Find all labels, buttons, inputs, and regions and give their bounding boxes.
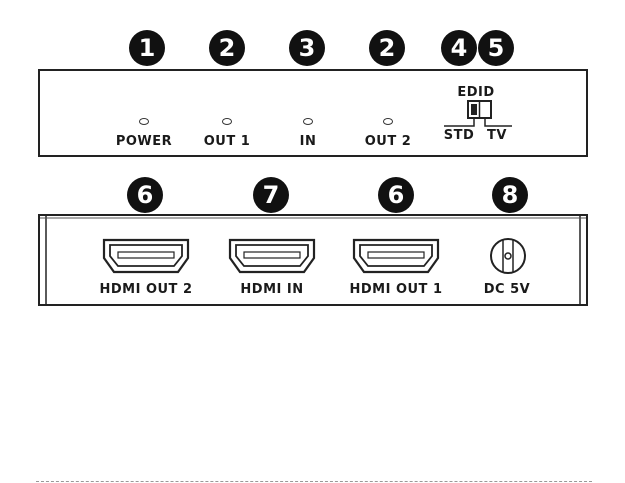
callout-tv: 5 bbox=[478, 30, 514, 66]
dc-jack-icon[interactable] bbox=[488, 236, 528, 276]
callout-dc: 8 bbox=[492, 177, 528, 213]
callout-hdmi-out2: 6 bbox=[127, 177, 163, 213]
out2-label: OUT 2 bbox=[365, 134, 412, 149]
edid-std-label: STD bbox=[444, 128, 475, 143]
hdmi-in-label: HDMI IN bbox=[240, 282, 303, 297]
hdmi-out2-port-icon[interactable] bbox=[102, 238, 190, 274]
dc-5v-label: DC 5V bbox=[484, 282, 530, 297]
power-led bbox=[139, 118, 149, 125]
out1-label: OUT 1 bbox=[204, 134, 251, 149]
power-label: POWER bbox=[116, 134, 172, 149]
callout-out2: 2 bbox=[369, 30, 405, 66]
hdmi-out1-label: HDMI OUT 1 bbox=[349, 282, 442, 297]
callout-power: 1 bbox=[129, 30, 165, 66]
edid-tv-label: TV bbox=[487, 128, 507, 143]
hdmi-out2-label: HDMI OUT 2 bbox=[99, 282, 192, 297]
page-bottom-divider bbox=[36, 481, 592, 482]
in-label: IN bbox=[300, 134, 317, 149]
out2-led bbox=[383, 118, 393, 125]
callout-in: 3 bbox=[289, 30, 325, 66]
edid-title: EDID bbox=[457, 85, 494, 100]
callout-std: 4 bbox=[441, 30, 477, 66]
hdmi-in-port-icon[interactable] bbox=[228, 238, 316, 274]
callout-out1: 2 bbox=[209, 30, 245, 66]
callout-hdmi-out1: 6 bbox=[378, 177, 414, 213]
out1-led bbox=[222, 118, 232, 125]
hdmi-out1-port-icon[interactable] bbox=[352, 238, 440, 274]
callout-hdmi-in: 7 bbox=[253, 177, 289, 213]
in-led bbox=[303, 118, 313, 125]
